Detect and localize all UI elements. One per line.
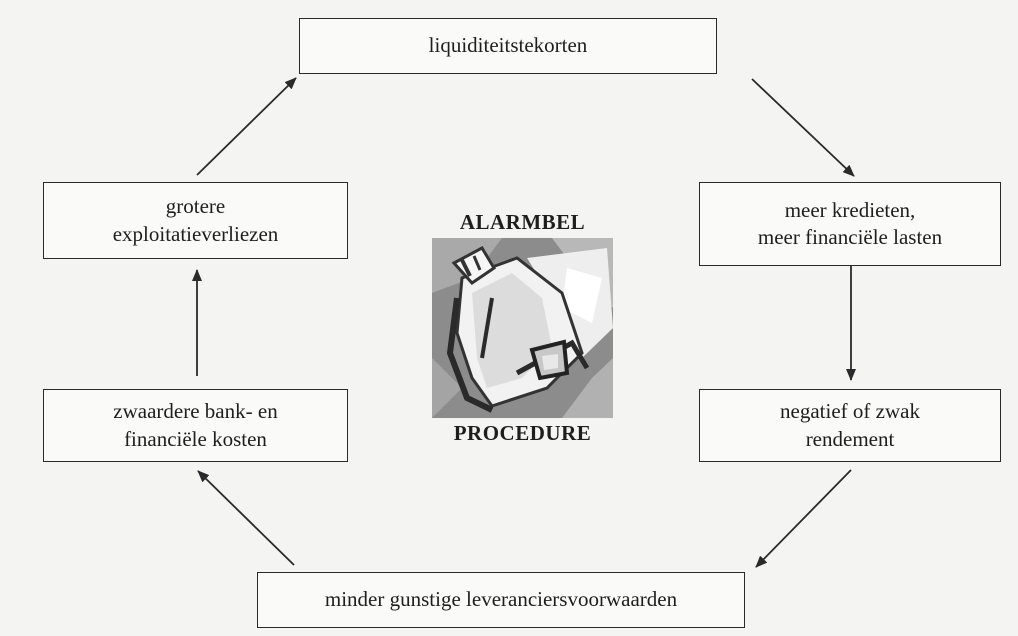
box-line: negatief of zwak [780, 399, 920, 424]
arrow-top-to-right [751, 78, 855, 177]
box-line: grotere [165, 194, 226, 219]
box-leveranciersvoorwaarden: minder gunstige leveranciersvoorwaarden [257, 572, 745, 628]
box-line: meer kredieten, [784, 197, 916, 222]
box-line: minder gunstige leveranciersvoorwaarden [324, 587, 678, 612]
logo-title-bottom: PROCEDURE [453, 421, 592, 445]
box-line: financiële kosten [124, 426, 267, 451]
box-liquiditeitstekorten: liquiditeitstekorten [299, 18, 717, 74]
box-line: liquiditeitstekorten [428, 33, 588, 58]
logo-title-top: ALARMBEL [459, 210, 586, 234]
arrow-right-to-bottom [755, 469, 852, 568]
alarm-bell-icon [432, 238, 613, 418]
box-negatief-rendement: negatief of zwak rendement [699, 389, 1001, 462]
box-exploitatieverliezen: grotere exploitatieverliezen [43, 182, 348, 259]
arrow-left-to-top [196, 77, 297, 176]
box-meer-kredieten: meer kredieten, meer financiële lasten [699, 182, 1001, 266]
box-line: exploitatieverliezen [112, 221, 279, 246]
arrow-bottom-to-left [197, 470, 295, 566]
box-line: meer financiële lasten [757, 225, 943, 249]
box-line: zwaardere bank- en [113, 399, 278, 424]
box-line: rendement [805, 426, 895, 451]
box-financiele-kosten: zwaardere bank- en financiële kosten [43, 389, 348, 462]
